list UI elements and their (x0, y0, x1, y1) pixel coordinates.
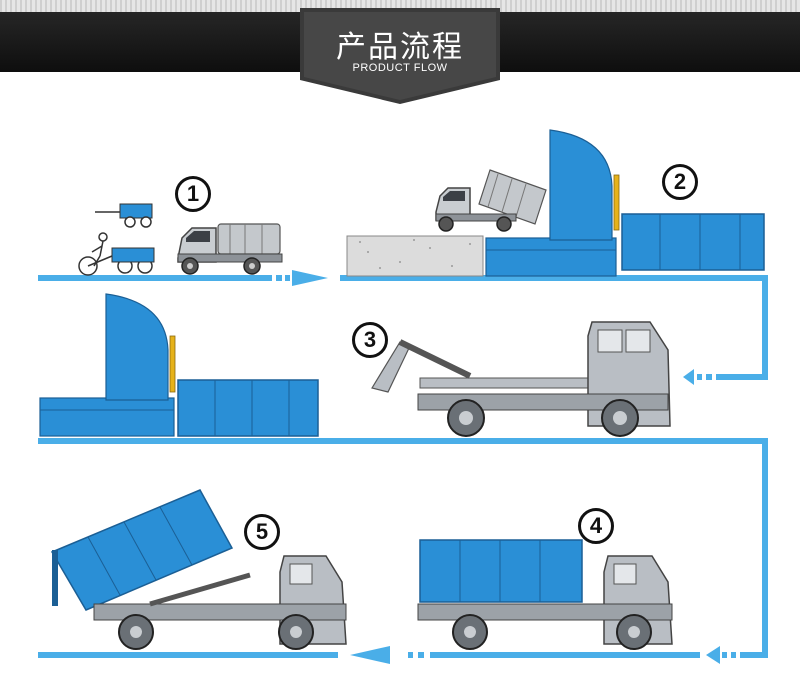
hydraulic-cylinder (169, 335, 176, 393)
compactor-base (485, 237, 617, 277)
compactor-hopper (105, 293, 169, 401)
compactor-hopper (549, 129, 613, 241)
step-4-badge: 4 (578, 508, 614, 544)
step-2-badge: 2 (662, 164, 698, 200)
arrow-left-icon (706, 646, 720, 664)
garbage-container (621, 213, 765, 271)
step-5-badge: 5 (244, 514, 280, 550)
scene-transfer-station (346, 129, 765, 277)
hydraulic-cylinder (613, 174, 620, 231)
title-badge: 产品流程 PRODUCT FLOW (300, 8, 500, 104)
garbage-container (50, 489, 234, 611)
step-3-badge: 3 (352, 322, 388, 358)
dumping-small-truck-icon (435, 169, 547, 232)
scene-container-loaded (417, 539, 673, 650)
small-collection-truck-icon (177, 223, 283, 275)
flow-line-4 (350, 646, 700, 664)
step-1-badge: 1 (175, 176, 211, 212)
compactor-base (39, 397, 175, 437)
hook-arm (149, 572, 251, 607)
scene-compacting (39, 293, 319, 437)
arrow-left-icon (683, 369, 694, 385)
flow-line-5 (38, 652, 338, 658)
hand-cart-icon (95, 203, 153, 228)
arrow-right-icon (292, 270, 328, 286)
flow-line-2 (340, 275, 768, 385)
scene-dumping (50, 489, 347, 650)
flow-line-1 (38, 270, 328, 286)
tricycle-icon (78, 232, 155, 276)
garbage-container (177, 379, 319, 437)
container-door (52, 550, 58, 606)
page-title: 产品流程 (336, 30, 464, 65)
garbage-container (419, 539, 583, 603)
scene-collection (78, 203, 283, 276)
scene-hooklift-truck (371, 321, 671, 437)
flow-line-3 (38, 438, 768, 664)
arrow-left-icon (350, 646, 390, 664)
header-stripes (0, 0, 800, 12)
badge-shape (300, 8, 500, 104)
concrete-platform (346, 235, 484, 277)
page-subtitle: PRODUCT FLOW (352, 62, 448, 74)
